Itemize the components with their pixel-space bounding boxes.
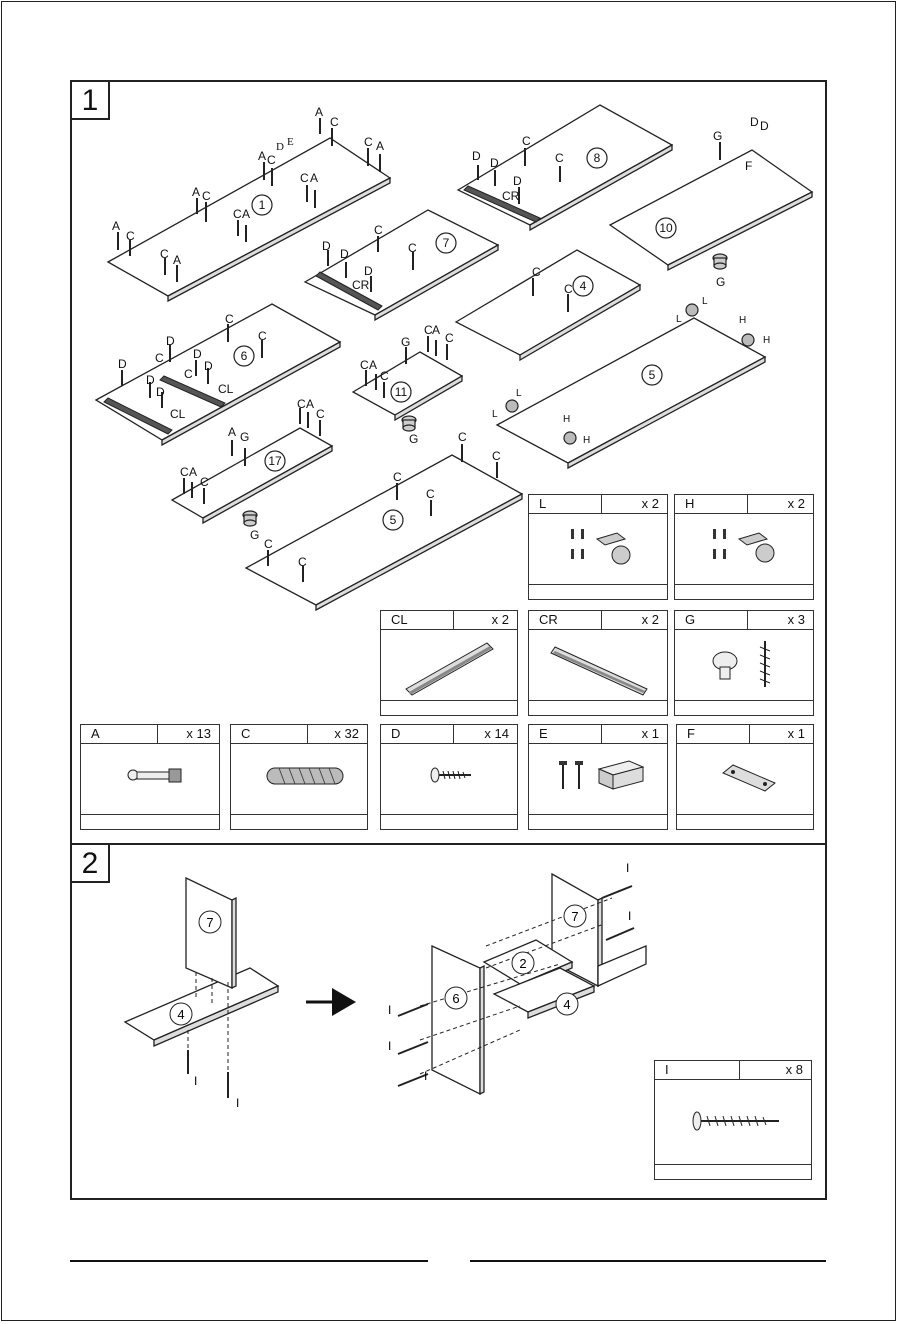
board-label: 7	[206, 915, 213, 930]
board-label: 6	[452, 991, 459, 1006]
svg-text:I: I	[424, 1069, 427, 1083]
svg-text:I: I	[388, 1003, 391, 1017]
footer-line-right	[470, 1260, 826, 1262]
board-label: 7	[571, 909, 578, 924]
svg-text:I: I	[388, 1039, 391, 1053]
svg-text:I: I	[626, 861, 629, 875]
footer-line-left	[70, 1260, 428, 1262]
screw-letter: I	[194, 1074, 197, 1088]
board-label: 2	[519, 956, 526, 971]
board-label: 4	[177, 1007, 184, 1022]
svg-text:I: I	[628, 909, 631, 923]
board-label: 4	[563, 997, 570, 1012]
screw-letter: I	[236, 1096, 239, 1110]
long-screw-icon	[655, 1079, 813, 1167]
arrow-right-icon	[306, 988, 356, 1016]
